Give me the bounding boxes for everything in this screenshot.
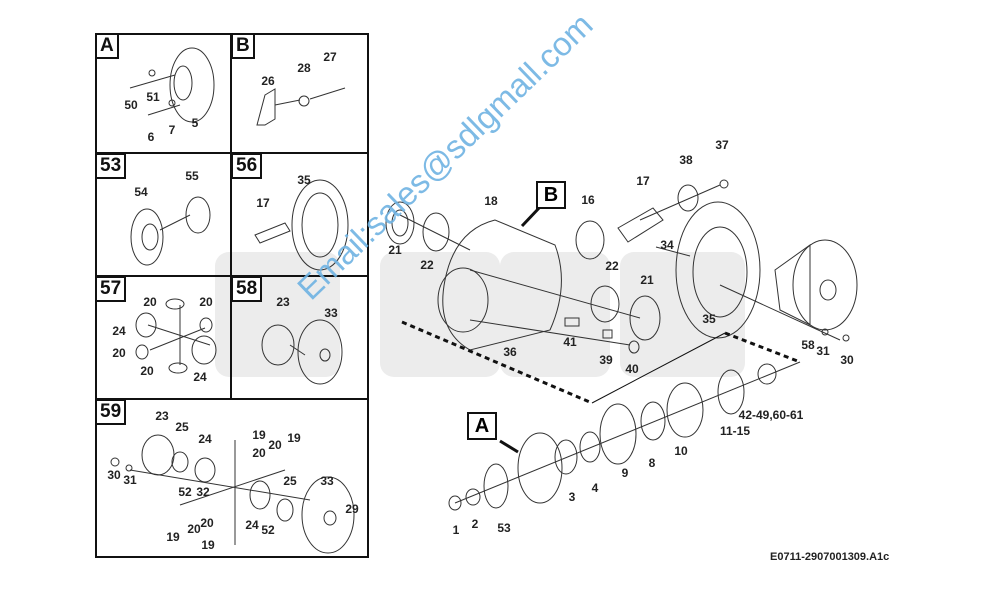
part-label: 4	[591, 481, 599, 495]
part-label: 18	[484, 194, 498, 208]
part-label: 19	[252, 428, 266, 442]
part-label: 58	[801, 338, 815, 352]
part-label: 6	[147, 130, 155, 144]
part-label: 20	[143, 295, 157, 309]
part-label: 3	[568, 490, 576, 504]
part-label: 20	[199, 295, 213, 309]
part-label: 23	[276, 295, 290, 309]
part-label: 21	[388, 243, 402, 257]
part-label: 17	[256, 196, 270, 210]
background-logo-l	[500, 252, 610, 377]
main-tag-a: A	[467, 412, 497, 440]
part-label: 21	[640, 273, 654, 287]
part-label: 36	[503, 345, 517, 359]
part-label: 40	[625, 362, 639, 376]
part-label: 24	[198, 432, 212, 446]
part-label: 16	[581, 193, 595, 207]
part-label: 50	[124, 98, 138, 112]
part-label: 35	[297, 173, 311, 187]
part-label: 11-15	[719, 424, 751, 438]
part-label: 20	[268, 438, 282, 452]
panel-tag-a: A	[95, 33, 119, 59]
background-logo-s	[215, 252, 340, 377]
part-label: 22	[420, 258, 434, 272]
part-label: 26	[261, 74, 275, 88]
part-label: 7	[168, 123, 176, 137]
part-label: 2	[471, 517, 479, 531]
part-label: 19	[166, 530, 180, 544]
part-label: 53	[497, 521, 511, 535]
part-label: 20	[252, 446, 266, 460]
part-label: 52	[178, 485, 192, 499]
part-label: 19	[287, 431, 301, 445]
part-label: 24	[245, 518, 259, 532]
main-tag-b: B	[536, 181, 566, 209]
panel-tag-56: 56	[231, 153, 263, 179]
part-label: 31	[816, 344, 830, 358]
part-label: 52	[261, 523, 275, 537]
panel-tag-b: B	[231, 33, 255, 59]
part-label: 17	[636, 174, 650, 188]
panel-tag-57: 57	[95, 276, 127, 302]
part-label: 29	[345, 502, 359, 516]
part-label: 28	[297, 61, 311, 75]
part-label: 27	[323, 50, 337, 64]
part-label: 1	[452, 523, 460, 537]
part-label: 30	[107, 468, 121, 482]
part-label: 33	[320, 474, 334, 488]
part-label: 20	[187, 522, 201, 536]
part-label: 51	[146, 90, 160, 104]
part-label: 20	[112, 346, 126, 360]
part-label: 42-49,60-61	[738, 408, 804, 422]
part-label: 32	[196, 485, 210, 499]
part-label: 23	[155, 409, 169, 423]
part-label: 41	[563, 335, 577, 349]
part-label: 39	[599, 353, 613, 367]
part-label: 54	[134, 185, 148, 199]
part-label: 37	[715, 138, 729, 152]
panel-tag-53: 53	[95, 153, 127, 179]
part-label: 20	[140, 364, 154, 378]
drawing-code: E0711-2907001309.A1c	[770, 551, 890, 563]
part-label: 38	[679, 153, 693, 167]
panel-tag-59: 59	[95, 399, 127, 425]
part-label: 31	[123, 473, 137, 487]
part-label: 10	[674, 444, 688, 458]
part-label: 24	[112, 324, 126, 338]
part-label: 24	[193, 370, 207, 384]
background-logo-g	[620, 252, 745, 377]
part-label: 30	[840, 353, 854, 367]
part-label: 33	[324, 306, 338, 320]
part-label: 35	[702, 312, 716, 326]
part-label: 55	[185, 169, 199, 183]
part-label: 25	[283, 474, 297, 488]
panel-tag-58: 58	[231, 276, 263, 302]
part-label: 20	[200, 516, 214, 530]
part-label: 34	[660, 238, 674, 252]
part-label: 25	[175, 420, 189, 434]
part-label: 8	[648, 456, 656, 470]
part-label: 22	[605, 259, 619, 273]
part-label: 5	[191, 116, 199, 130]
part-label: 19	[201, 538, 215, 552]
part-label: 9	[621, 466, 629, 480]
